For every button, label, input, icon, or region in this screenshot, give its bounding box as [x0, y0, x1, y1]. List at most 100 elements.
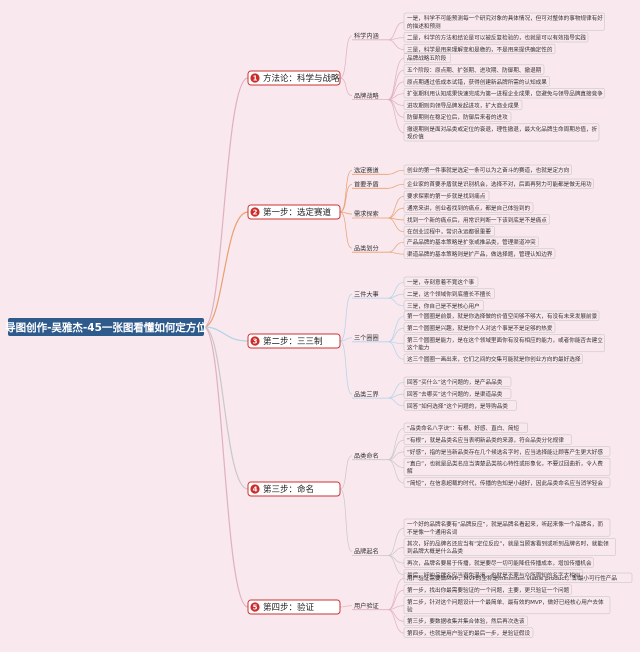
- leaf-line: [387, 527, 405, 556]
- sub-branch-line: [339, 169, 353, 213]
- leaf-line: [387, 251, 405, 255]
- sub-topic-3-3[interactable]: 回答“买什么”这个问题的，是产品品类回答“去哪买”这个问题的，是渠道品类回答“如…: [352, 376, 517, 411]
- leaf-text: 第三步，要数据收集并集合体验，然后再次迭该: [407, 617, 525, 625]
- leaf-line: [387, 207, 405, 219]
- sub-topic-1-2[interactable]: 品牌战略五阶段五个阶段：原点期、扩张期、进攻期、防御期、撤退期原点期通过低成本试…: [352, 52, 605, 142]
- leaf-text: 找到一个新的痛点后，用常识判断一下该到底是不是痛点: [407, 216, 547, 224]
- sub-topic-2-3[interactable]: 要求探索的第一步就是找到痛点通常来讲，创业者找到的痛点，都是自己体验到的找到一个…: [352, 190, 550, 237]
- leaf-line: [387, 609, 405, 634]
- leaf-box: [403, 43, 556, 55]
- leaf-text: 回答“买什么”这个问题的，是产品品类: [407, 378, 503, 386]
- leaf-text: 再次，品牌名要易于传播，就是要尽一切可能降低传播成本，增加传播机会: [407, 559, 592, 567]
- section-box: [247, 481, 341, 497]
- leaf-text: 第二个圆圈是兴趣，就是你个人对这个事是不是足够的热爱: [407, 324, 553, 332]
- section-3[interactable]: 3 第二步：三三制: [247, 333, 341, 349]
- leaf-line: [387, 341, 405, 360]
- leaf-text: “有根”，就是品类名应当表明新品类的来源，符合品类分化规律: [407, 436, 564, 444]
- sub-branch-line: [339, 455, 353, 490]
- branch-line: [203, 211, 249, 328]
- leaf-text: 最后，好的品牌名应当避免混淆，也就是不要与众所周知的名字太相似: [407, 571, 581, 579]
- leaf-text: 一是，寺刻意着不寛这个事: [407, 278, 475, 286]
- leaf-text: “好感”，指的是当新品类存在几个候选名字时，应当选择能让顾客产生更大好感: [407, 448, 603, 456]
- sub-topic-label: 选定赛道: [354, 167, 379, 175]
- leaf-box: [403, 584, 572, 595]
- sub-topic-1-1[interactable]: 一是，科学不可能预测每一个研究对象的具体情况，但可对整体的事物规律有好的描述和预…: [352, 12, 605, 55]
- leaf-line: [387, 459, 405, 484]
- section-number-badge: [250, 336, 260, 346]
- section-box: [247, 70, 341, 86]
- leaf-line: [387, 241, 405, 253]
- leaf-box: [403, 376, 512, 387]
- leaf-text: 解: [407, 467, 413, 475]
- leaf-line: [387, 589, 405, 611]
- leaf-box: [403, 123, 600, 142]
- leaf-text: 渠道品牌的基本策略则是扩产品，做选择题，管理认知边界: [407, 250, 553, 258]
- leaf-line: [387, 21, 405, 41]
- leaf-line: [387, 217, 405, 233]
- sub-topic-5-1[interactable]: 用户验证需要做MVP，MVP的全称是minimum viable product…: [352, 572, 633, 638]
- leaf-box: [403, 248, 556, 259]
- leaf-line: [387, 183, 405, 189]
- leaf-text: “直白”，也就是品类名应当清楚品类核心特性或形象化，不要过回曲折，令人费: [407, 460, 603, 468]
- leaf-text: 的描述和预测: [407, 22, 441, 30]
- leaf-text: 这三个圆圈一画出来，它们之间的交集可能就是你创业方向的最好选择: [407, 355, 581, 363]
- leaf-line: [387, 605, 405, 611]
- leaf-text: 品牌战略五阶段: [407, 54, 447, 62]
- leaf-box: [403, 226, 495, 237]
- section-number: 1: [253, 75, 258, 83]
- central-topic[interactable]: 导图创作-吴雅杰-45一张图看懂如何定方位: [5, 318, 207, 336]
- sub-branch-line: [339, 340, 353, 395]
- sub-topic-4-1[interactable]: “品类命名八字诀”：有根、好感、直白、简短 “有根”，就是品类名应当表明新品类的来…: [352, 422, 611, 488]
- leaf-line: [387, 381, 405, 399]
- leaf-text: 通常来讲，创业者找到的痛点，都是自己体验到的: [407, 204, 530, 212]
- branch-line: [203, 326, 249, 608]
- leaf-line: [387, 169, 405, 175]
- leaf-text: “品类命名八字诀”：有根、好感、直白、简短: [407, 424, 519, 432]
- leaf-box: [403, 615, 528, 626]
- leaf-text: 扩张期利用认知成果快速完成为第一进程企业成果，您避免与领导品牌直接竞争: [407, 90, 603, 98]
- leaf-text: 第二步，针对这个问题设计一个最简单、最有效的MVP，做好已经核心用户去体: [407, 598, 604, 606]
- section-number: 2: [253, 209, 258, 217]
- section-number: 3: [253, 338, 258, 346]
- leaf-line: [387, 397, 405, 407]
- sub-topic-2-4[interactable]: 产品品牌的基本策略是扩张或推品类，管理渠道冲突渠道品牌的基本策略则是扩产品，做选…: [352, 236, 556, 259]
- leaf-line: [387, 99, 405, 118]
- leaf-text: 一是，科学不可能预测每一个研究对象的具体情况，但可对整体的事物规律有好: [407, 14, 603, 22]
- section-label: 第二步：三三制: [263, 336, 323, 347]
- section-box: [247, 333, 341, 349]
- leaf-text: 三是，科学是用来理解变和是稳的，不是用来提供确定性的: [407, 45, 553, 53]
- central-topic-title: 导图创作-吴雅杰-45一张图看懂如何定方位: [5, 321, 207, 334]
- leaf-box: [403, 236, 539, 247]
- sub-topic-4-2[interactable]: 一个好的品牌名要有“品牌反应”，就是品牌名看起来，听起来像一个品牌名，而不是像一…: [352, 518, 616, 580]
- leaf-line: [387, 69, 405, 100]
- sub-branch-line: [339, 211, 353, 215]
- leaf-box: [403, 164, 572, 175]
- section-label: 第三步：命名: [263, 484, 314, 495]
- leaf-line: [387, 555, 405, 576]
- sub-branch-line: [339, 183, 353, 213]
- leaf-text: 五个阶段：原点期、扩张期、进攻期、防御期、撤退期: [407, 66, 542, 74]
- leaf-box: [403, 572, 633, 583]
- leaf-line: [387, 57, 405, 100]
- sub-topic-3-1[interactable]: 一是，寺刻意着不寛这个事二是，这个领域你到底擅长不擅长三是，你自己是不是核心用户…: [352, 276, 495, 311]
- leaf-box: [403, 178, 594, 189]
- sub-branch-line: [339, 77, 353, 96]
- leaf-text: 第四步，也就是用户验证的最后一步，是验证假设: [407, 629, 530, 637]
- leaf-text: “简短”，在信息超载的时代，传播的告知是小越好，因此品类命名应当消学轻会: [407, 479, 603, 487]
- leaf-line: [387, 439, 405, 461]
- leaf-box: [403, 518, 611, 537]
- leaf-line: [387, 577, 405, 611]
- sub-topic-3-2[interactable]: 第一个圆圈是前景，就是你选择做的价值空间够不够大，有没有未来发展前景第二个圆圈是…: [352, 310, 605, 364]
- leaf-line: [387, 609, 405, 622]
- leaf-text: 其次，好的品牌名还应当有“定位反应”，就是当顾客看到或听到品牌名时，就能领: [407, 540, 609, 548]
- sub-topic-label: 需求探索: [354, 210, 379, 218]
- leaf-text: 这个能力: [407, 343, 430, 351]
